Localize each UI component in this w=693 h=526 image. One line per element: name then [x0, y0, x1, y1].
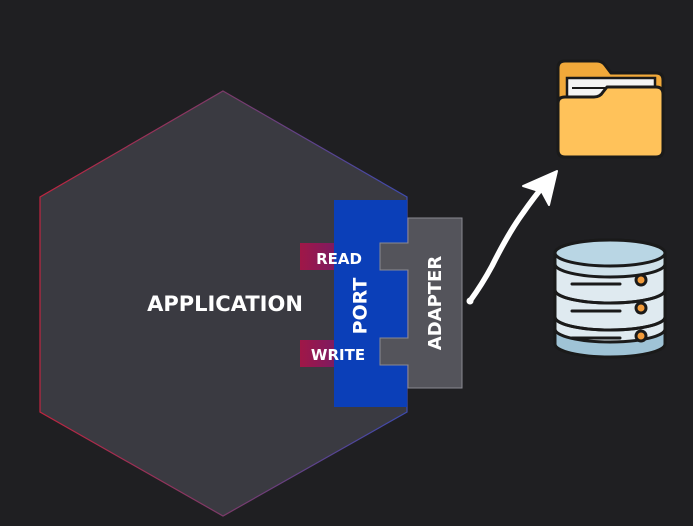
- database-icon: [553, 238, 667, 359]
- write-label: WRITE: [311, 346, 365, 364]
- read-label: READ: [316, 250, 362, 268]
- application-hexagon: [39, 90, 408, 517]
- port-label: PORT: [350, 278, 372, 335]
- port-block: [334, 200, 407, 407]
- folder-icon: [556, 59, 665, 159]
- adapter-block: [379, 217, 463, 389]
- arrow-icon: [466, 170, 558, 305]
- application-label: APPLICATION: [147, 292, 303, 316]
- adapter-label: ADAPTER: [425, 256, 446, 351]
